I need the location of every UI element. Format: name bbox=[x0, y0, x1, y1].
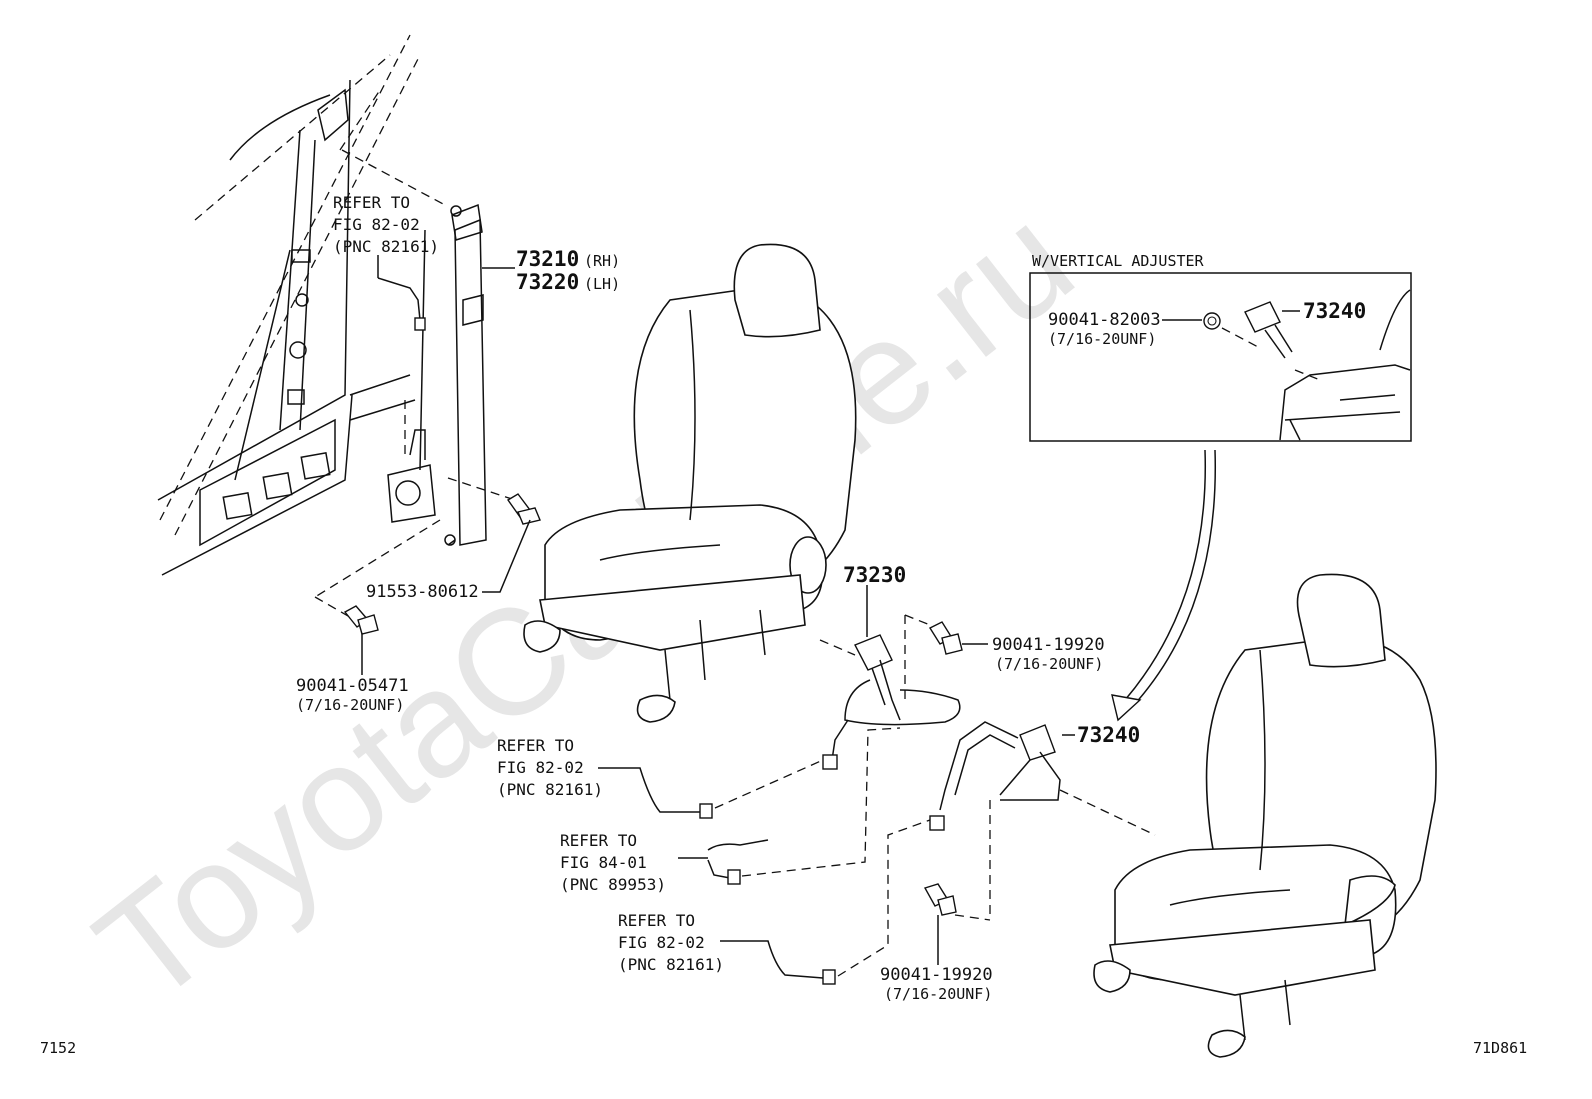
part-number-91553-80612: 91553-80612 bbox=[366, 582, 479, 602]
arrow-head-icon bbox=[1111, 694, 1142, 722]
ref3-line2: FIG 84-01 bbox=[560, 853, 647, 872]
buckle-2-connector-icon bbox=[929, 815, 945, 831]
ref2-line3: (PNC 82161) bbox=[497, 780, 603, 799]
arrow-line bbox=[1124, 449, 1207, 701]
part-number-90041-82003: 90041-82003 bbox=[1048, 310, 1161, 330]
part-number-73210: 73210 bbox=[516, 247, 579, 271]
part-number-90041-05471: 90041-05471 bbox=[296, 676, 409, 696]
inset-box bbox=[1029, 272, 1412, 442]
part-spec-90041-82003: (7/16-20UNF) bbox=[1048, 330, 1156, 348]
front-seat-right bbox=[1093, 573, 1437, 1058]
ref1-line1: REFER TO bbox=[333, 193, 410, 212]
wire-connector-icon bbox=[699, 803, 713, 819]
part-number-73230: 73230 bbox=[843, 563, 906, 587]
part-side-lh: (LH) bbox=[584, 275, 620, 293]
buckle-73230 bbox=[822, 634, 961, 770]
wire-connector-2-icon bbox=[727, 869, 741, 885]
ref2-line1: REFER TO bbox=[497, 736, 574, 755]
bolt-90041-19920-lower-icon bbox=[923, 883, 957, 916]
buckle-73240 bbox=[929, 721, 1061, 831]
part-side-rh: (RH) bbox=[584, 252, 620, 270]
ref1-line2: FIG 82-02 bbox=[333, 215, 420, 234]
part-number-90041-19920: 90041-19920 bbox=[992, 635, 1105, 655]
ref1-line3: (PNC 82161) bbox=[333, 237, 439, 256]
part-number-73220: 73220 bbox=[516, 270, 579, 294]
front-seat-left bbox=[523, 243, 857, 723]
ref4-line2: FIG 82-02 bbox=[618, 933, 705, 952]
part-spec-90041-19920-lower: (7/16-20UNF) bbox=[884, 985, 992, 1003]
inset-title: W/VERTICAL ADJUSTER bbox=[1032, 252, 1205, 270]
part-spec-90041-05471: (7/16-20UNF) bbox=[296, 696, 404, 714]
page-code-right: 71D861 bbox=[1473, 1039, 1527, 1057]
connector-icon bbox=[414, 317, 426, 331]
bolt-91553-80612-icon bbox=[506, 493, 541, 525]
part-number-73240-inset: 73240 bbox=[1303, 299, 1366, 323]
ref3-line3: (PNC 89953) bbox=[560, 875, 666, 894]
buckle-connector-icon bbox=[822, 754, 838, 770]
nut-icon bbox=[1203, 312, 1221, 330]
page-code-left: 7152 bbox=[40, 1039, 76, 1057]
ref4-line3: (PNC 82161) bbox=[618, 955, 724, 974]
b-pillar-body bbox=[157, 34, 421, 576]
part-spec-90041-19920: (7/16-20UNF) bbox=[995, 655, 1103, 673]
ref4-line1: REFER TO bbox=[618, 911, 695, 930]
seat-belt-assembly bbox=[387, 203, 487, 546]
ref3-line1: REFER TO bbox=[560, 831, 637, 850]
part-number-90041-19920-lower: 90041-19920 bbox=[880, 965, 993, 985]
bolt-90041-19920-icon bbox=[928, 621, 963, 655]
ref2-line2: FIG 82-02 bbox=[497, 758, 584, 777]
part-number-73240: 73240 bbox=[1077, 723, 1140, 747]
inset-seat-detail bbox=[1203, 289, 1411, 441]
bolt-90041-05471-icon bbox=[343, 605, 379, 635]
wire-connector-3-icon bbox=[822, 969, 836, 985]
